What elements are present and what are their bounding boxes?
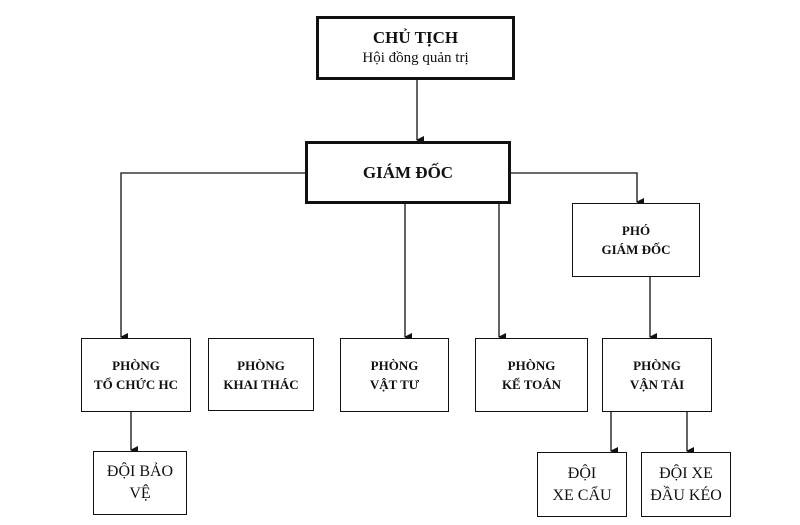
team-line1: ĐỘI BẢO	[106, 463, 174, 480]
dept-box-khai-thac: PHÒNG KHAI THÁC	[208, 338, 314, 411]
dept-line2: VẬT TƯ	[369, 377, 420, 392]
dept-line1: PHÒNG	[112, 358, 160, 373]
team-box-xe-cau: ĐỘI XE CẨU	[537, 452, 627, 517]
dept-line1: PHÒNG	[370, 358, 419, 373]
deputy-director-box: PHÓ GIÁM ĐỐC	[572, 203, 700, 277]
dept-line2: KHAI THÁC	[223, 376, 299, 392]
dept-line2: KẾ TOÁN	[501, 377, 562, 392]
dept-line2: VẬN TẢI	[629, 377, 685, 392]
team-line1: ĐỘI	[567, 464, 597, 482]
dept-box-vat-tu: PHÒNG VẬT TƯ	[340, 338, 449, 412]
team-box-bao-ve: ĐỘI BẢO VỆ	[93, 451, 187, 515]
deputy-line1: PHÓ	[621, 223, 651, 238]
dept-line1: PHÒNG	[507, 358, 556, 373]
team-box-dau-keo: ĐỘI XE ĐẦU KÉO	[641, 452, 731, 517]
dept-box-ke-toan: PHÒNG KẾ TOÁN	[475, 338, 588, 412]
dept-line1: PHÒNG	[633, 358, 681, 373]
team-line2: XE CẨU	[552, 486, 612, 504]
chairman-title: CHỦ TỊCH	[372, 28, 459, 47]
deputy-line2: GIÁM ĐỐC	[601, 242, 671, 257]
chairman-box: CHỦ TỊCH Hội đồng quản trị	[316, 16, 515, 80]
team-line2: VỆ	[129, 485, 151, 502]
chairman-subtitle: Hội đồng quản trị	[362, 50, 469, 66]
dept-line1: PHÒNG	[237, 357, 285, 373]
link-director-hc	[120, 172, 306, 341]
director-box: GIÁM ĐỐC	[305, 141, 511, 204]
dept-box-to-chuc-hc: PHÒNG TỔ CHỨC HC	[81, 338, 191, 412]
dept-line2: TỔ CHỨC HC	[93, 377, 179, 392]
team-line2: ĐẦU KÉO	[650, 486, 722, 504]
team-line1: ĐỘI XE	[659, 464, 713, 482]
director-title: GIÁM ĐỐC	[362, 162, 454, 182]
link-director-deputy	[510, 172, 644, 206]
dept-box-van-tai: PHÒNG VẬN TẢI	[602, 338, 712, 412]
